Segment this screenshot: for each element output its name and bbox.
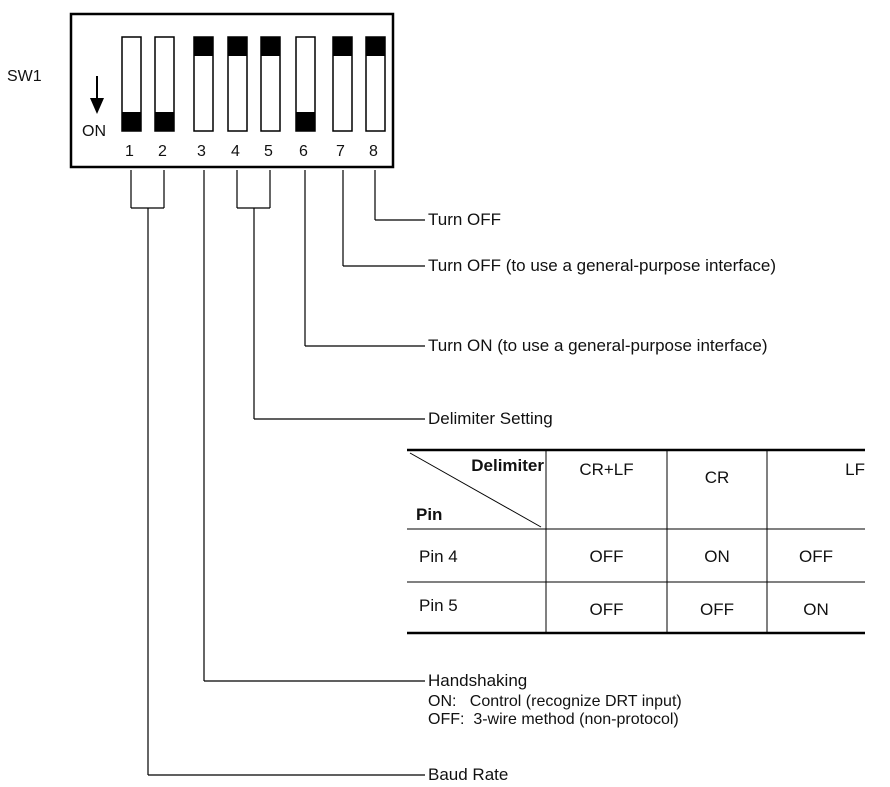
- callout-pin8: Turn OFF: [428, 210, 502, 229]
- switch-knob-5: [261, 37, 280, 56]
- handshaking-on-text: ON: Control (recognize DRT input): [428, 693, 682, 710]
- callout-handshaking: Handshaking: [428, 671, 528, 690]
- table-cell: OFF: [700, 600, 734, 619]
- delimiter-table-lines: [407, 448, 865, 635]
- table-cell: OFF: [589, 547, 624, 566]
- switch-knob-4: [228, 37, 247, 56]
- table-header-lf: LF: [845, 460, 865, 479]
- pin-number-1: 1: [125, 143, 134, 160]
- leader-lines: [130, 170, 425, 776]
- pin-number-8: 8: [369, 143, 378, 160]
- table-corner-delimiter: Delimiter: [471, 456, 544, 475]
- pin-number-2: 2: [158, 143, 167, 160]
- pin-number-5: 5: [264, 143, 273, 160]
- callout-delimiter-setting: Delimiter Setting: [428, 409, 553, 428]
- pin-number-6: 6: [299, 143, 308, 160]
- table-header-crlf: CR+LF: [579, 460, 634, 479]
- callout-pin7: Turn OFF (to use a general-purpose inter…: [428, 256, 777, 275]
- switch-knob-3: [194, 37, 213, 56]
- table-header-cr: CR: [704, 468, 730, 487]
- pin-number-3: 3: [197, 143, 206, 160]
- pin-number-4: 4: [231, 143, 240, 160]
- on-label: ON: [82, 123, 106, 140]
- switch-knob-2: [155, 112, 174, 131]
- switch-knob-8: [366, 37, 385, 56]
- switch-knob-7: [333, 37, 352, 56]
- table-cell: OFF: [589, 600, 624, 619]
- table-row-pin5-label: Pin 5: [419, 596, 458, 615]
- pin-number-7: 7: [336, 143, 345, 160]
- on-arrow-icon: [90, 98, 104, 114]
- table-cell: ON: [704, 547, 730, 566]
- switch-housing: [69, 12, 395, 169]
- callout-baud-rate: Baud Rate: [428, 765, 509, 784]
- callout-pin6: Turn ON (to use a general-purpose interf…: [428, 336, 768, 355]
- table-cell: ON: [803, 600, 829, 619]
- switch-label: SW1: [7, 68, 42, 85]
- switch-knob-1: [122, 112, 141, 131]
- table-corner-pin: Pin: [416, 505, 443, 524]
- switch-knob-6: [296, 112, 315, 131]
- switch-slots: [121, 36, 386, 132]
- handshaking-off-text: OFF: 3-wire method (non-protocol): [428, 711, 679, 728]
- table-cell: OFF: [799, 547, 833, 566]
- table-row-pin4-label: Pin 4: [419, 547, 458, 566]
